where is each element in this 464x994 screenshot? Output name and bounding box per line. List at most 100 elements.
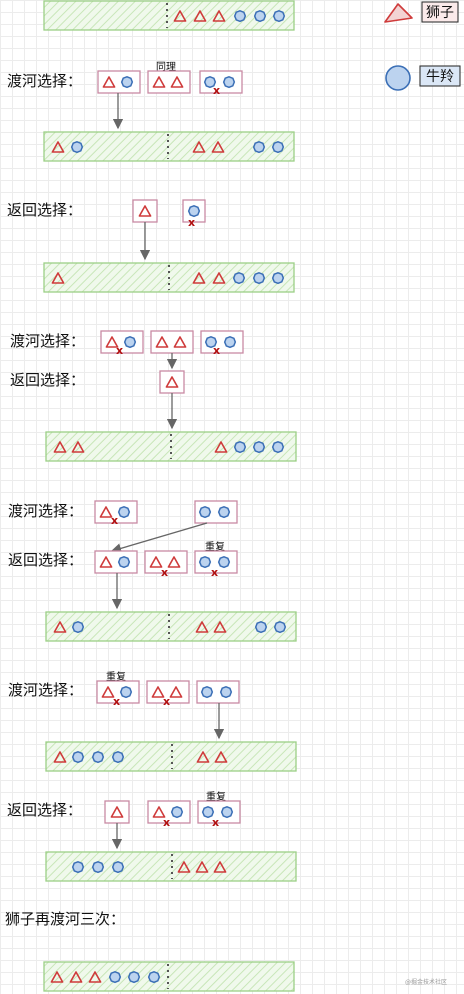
boat-option (94, 550, 138, 574)
ox-icon (252, 141, 266, 154)
repeat-note: 重复 (205, 540, 225, 553)
boat-option: x (194, 550, 238, 579)
boat-option: x (197, 800, 241, 829)
reject-mark: x (111, 514, 118, 527)
boat-option: x (100, 330, 144, 357)
flow-arrow (110, 522, 208, 554)
reject-mark: x (213, 344, 220, 357)
step-label: 狮子再渡河三次： (5, 910, 125, 928)
ox-icon (119, 686, 133, 699)
legend-ox: 牛羚 (385, 65, 461, 91)
boat-option: x (144, 550, 188, 579)
ox-icon (252, 272, 266, 285)
ox-icon (254, 621, 268, 634)
ox-icon (220, 806, 234, 819)
boat-option (196, 680, 240, 704)
boat-option (159, 370, 185, 394)
ox-icon (71, 861, 85, 874)
boat-option (194, 500, 238, 524)
ox-icon (198, 556, 212, 569)
ox-icon (117, 556, 131, 569)
ox-icon (198, 506, 212, 519)
step-label: 渡河选择： (8, 681, 83, 699)
boat-option: x (199, 70, 243, 97)
boat-option (150, 330, 194, 354)
ox-icon (187, 205, 201, 218)
ox-icon (108, 971, 122, 984)
ox-icon (217, 556, 231, 569)
boat-option: x (146, 680, 190, 708)
lion-legend-label: 狮子 (426, 5, 454, 21)
ox-icon (200, 686, 214, 699)
reject-mark: x (163, 816, 170, 829)
step-label: 返回选择： (7, 201, 82, 219)
ox-icon (71, 751, 85, 764)
river-state-2 (43, 262, 295, 293)
ox-icon (170, 806, 184, 819)
river-state-0 (43, 0, 295, 31)
reject-mark: x (212, 816, 219, 829)
step-label: 返回选择： (8, 551, 83, 569)
ox-legend-icon (385, 65, 411, 91)
ox-icon (253, 10, 267, 23)
ox-icon (271, 441, 285, 454)
legend-lion: 狮子 (384, 1, 459, 23)
river-state-5 (45, 741, 297, 772)
boat-option (97, 70, 141, 94)
boat-option (104, 800, 130, 824)
reject-mark: x (163, 695, 170, 708)
repeat-note: 重复 (206, 790, 226, 803)
ox-icon (70, 141, 84, 154)
ox-icon (147, 971, 161, 984)
ox-icon (271, 141, 285, 154)
ox-icon (91, 751, 105, 764)
boat-option: x (147, 800, 191, 829)
ox-icon (111, 751, 125, 764)
step-label: 返回选择： (7, 801, 82, 819)
reject-mark: x (116, 344, 123, 357)
reject-mark: x (161, 566, 168, 579)
ox-icon (217, 506, 231, 519)
reject-mark: x (213, 84, 220, 97)
ox-icon (252, 441, 266, 454)
step-label: 渡河选择： (10, 332, 85, 350)
ox-icon (71, 621, 85, 634)
ox-icon (222, 76, 236, 89)
same-note: 同理 (156, 61, 176, 73)
ox-icon (271, 272, 285, 285)
ox-icon (233, 10, 247, 23)
ox-icon (123, 336, 137, 349)
river-state-1 (43, 131, 295, 162)
boat-option: x (94, 500, 138, 527)
ox-icon (232, 272, 246, 285)
ox-icon (272, 10, 286, 23)
ox-icon (111, 861, 125, 874)
river-state-6 (45, 851, 297, 882)
boat-option (132, 199, 158, 223)
reject-mark: x (113, 695, 120, 708)
river-state-3 (45, 431, 297, 462)
watermark: @掘金技术社区 (405, 978, 447, 986)
reject-mark: x (188, 216, 195, 229)
boat-option: x (182, 199, 206, 229)
ox-icon (127, 971, 141, 984)
reject-mark: x (211, 566, 218, 579)
ox-icon (219, 686, 233, 699)
ox-legend-label: 牛羚 (426, 69, 454, 85)
boat-option: x (96, 680, 140, 708)
river-state-4 (45, 611, 297, 642)
ox-icon (273, 621, 287, 634)
ox-icon (117, 506, 131, 519)
ox-icon (223, 336, 237, 349)
step-label: 渡河选择： (8, 502, 83, 520)
river-state-final (43, 961, 295, 992)
ox-icon (120, 76, 134, 89)
ox-icon (91, 861, 105, 874)
boat-option: x (200, 330, 244, 357)
step-label: 渡河选择： (7, 72, 82, 90)
ox-icon (233, 441, 247, 454)
step-label: 返回选择： (10, 371, 85, 389)
repeat-note: 重复 (106, 670, 126, 683)
lion-legend-icon (384, 3, 413, 23)
